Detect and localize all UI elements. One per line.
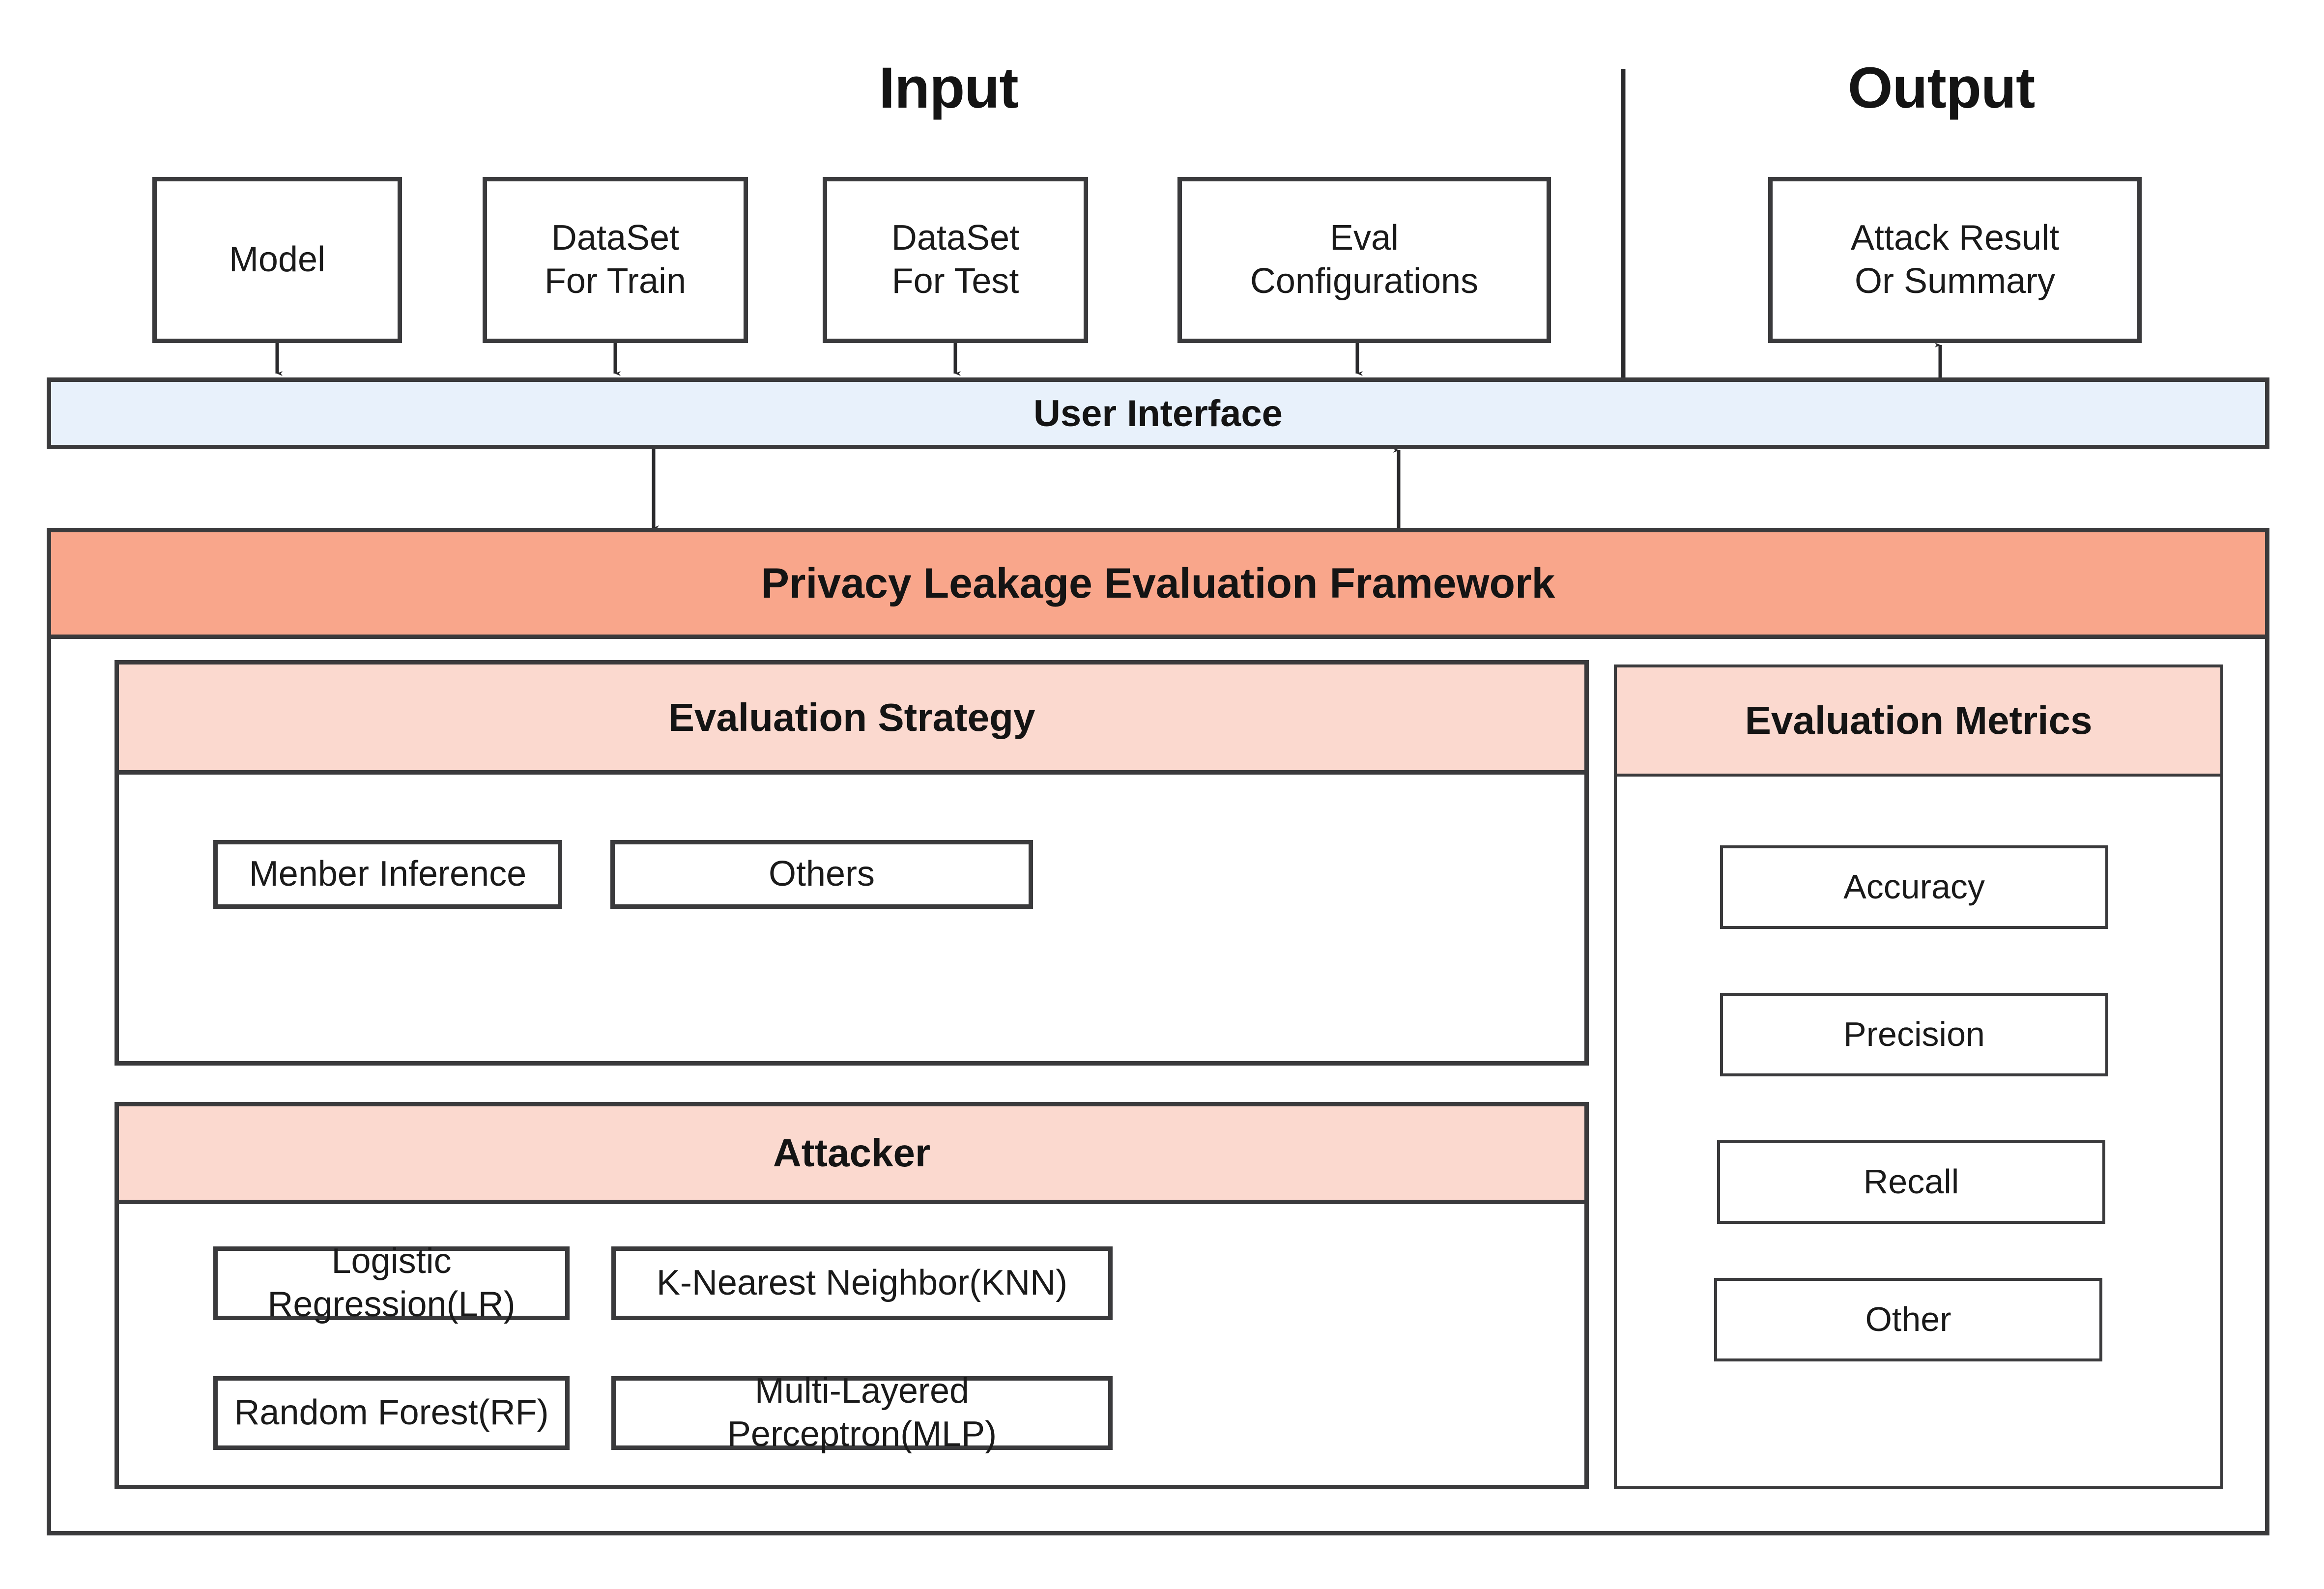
attacker-header[interactable]: Attacker <box>119 1106 1584 1204</box>
evaluation-strategy-header[interactable]: Evaluation Strategy <box>119 664 1584 775</box>
attacker-item-mlp-label: Multi-Layered Perceptron(MLP) <box>727 1371 997 1454</box>
attacker-header-label: Attacker <box>773 1131 931 1175</box>
strategy-item-member-inference[interactable]: Menber Inference <box>213 840 562 909</box>
input-box-dataset-train-label: DataSet For Train <box>544 218 687 301</box>
attacker-item-mlp[interactable]: Multi-Layered Perceptron(MLP) <box>611 1371 1113 1454</box>
metric-item-accuracy-label: Accuracy <box>1843 867 1985 906</box>
attacker-item-random-forest-label: Random Forest(RF) <box>234 1393 549 1433</box>
attacker-item-logistic-regression-label: Logistic Regression(LR) <box>267 1242 516 1324</box>
metric-item-other-label: Other <box>1865 1300 1951 1339</box>
strategy-item-member-inference-label: Menber Inference <box>249 854 527 894</box>
evaluation-strategy-panel: Evaluation Strategy Menber Inference Oth… <box>115 660 1589 1066</box>
metric-item-recall[interactable]: Recall <box>1717 1140 2105 1224</box>
framework-header-band[interactable]: Privacy Leakage Evaluation Framework <box>47 528 2269 639</box>
input-heading: Input <box>879 56 1018 120</box>
input-box-model[interactable]: Model <box>152 177 402 343</box>
input-box-dataset-test-label: DataSet For Test <box>891 218 1020 301</box>
metric-item-precision-label: Precision <box>1843 1015 1985 1054</box>
output-box-attack-result[interactable]: Attack Result Or Summary <box>1768 177 2142 343</box>
evaluation-metrics-body: Accuracy Precision Recall Other <box>1617 777 2220 1489</box>
attacker-item-random-forest[interactable]: Random Forest(RF) <box>213 1376 570 1450</box>
evaluation-strategy-header-label: Evaluation Strategy <box>668 695 1035 739</box>
evaluation-metrics-panel: Evaluation Metrics Accuracy Precision Re… <box>1614 664 2223 1489</box>
evaluation-metrics-header-label: Evaluation Metrics <box>1745 698 2093 742</box>
strategy-item-others-label: Others <box>768 854 875 894</box>
evaluation-strategy-body: Menber Inference Others <box>119 775 1584 1066</box>
input-box-dataset-test[interactable]: DataSet For Test <box>823 177 1088 343</box>
evaluation-metrics-header[interactable]: Evaluation Metrics <box>1617 667 2220 777</box>
input-box-eval-configurations-label: Eval Configurations <box>1250 218 1479 301</box>
attacker-panel: Attacker Logistic Regression(LR) K-Neare… <box>115 1102 1589 1489</box>
attacker-item-knn-label: K-Nearest Neighbor(KNN) <box>656 1263 1068 1303</box>
attacker-body: Logistic Regression(LR) K-Nearest Neighb… <box>119 1204 1584 1489</box>
attacker-item-logistic-regression[interactable]: Logistic Regression(LR) <box>213 1242 570 1324</box>
user-interface-band[interactable]: User Interface <box>47 377 2269 449</box>
input-box-model-label: Model <box>229 240 326 280</box>
strategy-item-others[interactable]: Others <box>610 840 1033 909</box>
metric-item-precision[interactable]: Precision <box>1720 993 2108 1076</box>
user-interface-label: User Interface <box>1033 392 1283 434</box>
input-box-eval-configurations[interactable]: Eval Configurations <box>1177 177 1551 343</box>
metric-item-other[interactable]: Other <box>1714 1278 2102 1361</box>
input-box-dataset-train[interactable]: DataSet For Train <box>483 177 748 343</box>
framework-label: Privacy Leakage Evaluation Framework <box>761 559 1555 607</box>
output-box-attack-result-label: Attack Result Or Summary <box>1850 218 2060 301</box>
metric-item-accuracy[interactable]: Accuracy <box>1720 845 2108 929</box>
attacker-item-knn[interactable]: K-Nearest Neighbor(KNN) <box>611 1246 1113 1320</box>
metric-item-recall-label: Recall <box>1863 1162 1959 1201</box>
output-heading: Output <box>1847 56 2036 120</box>
